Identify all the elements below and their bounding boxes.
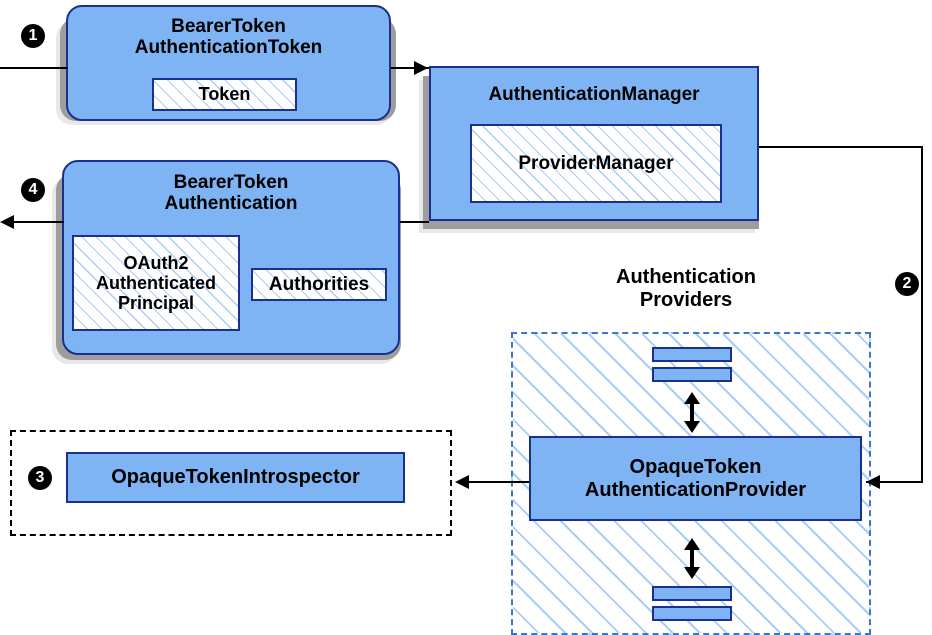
provider-placeholder-bar-top-1 bbox=[652, 347, 732, 362]
arrow-down-icon-top bbox=[684, 421, 700, 433]
connector-manager-to-provider-vertical bbox=[921, 146, 923, 482]
marker-4-label: 4 bbox=[28, 181, 38, 198]
connector-provider-to-introspector bbox=[467, 481, 529, 483]
double-arrow-stem-top bbox=[690, 398, 694, 423]
provider-placeholder-bar-bottom-1 bbox=[652, 586, 732, 601]
authentication-providers-caption: Authentication Providers bbox=[616, 266, 756, 311]
marker-4: 4 bbox=[21, 178, 45, 202]
arrow-right-icon-token-to-manager bbox=[414, 61, 428, 75]
node-opaque-token-authentication-provider[interactable]: OpaqueToken AuthenticationProvider bbox=[529, 436, 862, 521]
marker-2: 2 bbox=[895, 272, 919, 296]
connector-manager-to-provider-bottom bbox=[866, 481, 923, 483]
marker-3-label: 3 bbox=[35, 469, 45, 486]
connector-manager-to-provider-top bbox=[759, 146, 923, 148]
arrow-left-icon-into-provider bbox=[866, 475, 880, 489]
authentication-manager-title: AuthenticationManager bbox=[488, 84, 700, 105]
double-arrow-stem-bottom bbox=[690, 544, 694, 569]
opaque-token-authentication-provider-title: OpaqueToken AuthenticationProvider bbox=[584, 456, 807, 501]
connector-manager-to-authentication bbox=[400, 221, 429, 223]
marker-1-label: 1 bbox=[28, 27, 38, 44]
inner-box-token[interactable]: Token bbox=[152, 78, 297, 111]
marker-2-label: 2 bbox=[902, 275, 912, 292]
inner-box-oauth2-authenticated-principal[interactable]: OAuth2 Authenticated Principal bbox=[72, 235, 240, 331]
connector-request-in bbox=[0, 67, 68, 69]
connector-token-to-manager bbox=[391, 67, 429, 69]
provider-placeholder-bar-bottom-2 bbox=[652, 606, 732, 621]
inner-box-authorities[interactable]: Authorities bbox=[251, 268, 387, 301]
arrow-down-icon-bottom bbox=[684, 567, 700, 579]
bearer-token-authentication-token-title: BearerToken AuthenticationToken bbox=[134, 16, 323, 59]
marker-3: 3 bbox=[28, 466, 52, 490]
provider-placeholder-bar-top-2 bbox=[652, 367, 732, 382]
marker-1: 1 bbox=[21, 24, 45, 48]
arrow-up-icon-top bbox=[684, 392, 700, 404]
inner-box-authorities-label: Authorities bbox=[268, 273, 370, 295]
inner-box-oauth2-authenticated-principal-label: OAuth2 Authenticated Principal bbox=[95, 252, 216, 314]
arrow-up-icon-bottom bbox=[684, 538, 700, 550]
inner-box-provider-manager-label: ProviderManager bbox=[518, 152, 674, 174]
inner-box-token-label: Token bbox=[198, 84, 251, 105]
arrow-left-icon-into-introspector bbox=[455, 475, 469, 489]
node-opaque-token-introspector[interactable]: OpaqueTokenIntrospector bbox=[66, 452, 405, 503]
arrow-left-icon-authentication-out bbox=[0, 215, 14, 229]
opaque-token-introspector-title: OpaqueTokenIntrospector bbox=[111, 466, 360, 489]
bearer-token-authentication-title: BearerToken Authentication bbox=[164, 172, 298, 215]
connector-authentication-out bbox=[8, 221, 64, 223]
inner-box-provider-manager[interactable]: ProviderManager bbox=[470, 124, 722, 203]
